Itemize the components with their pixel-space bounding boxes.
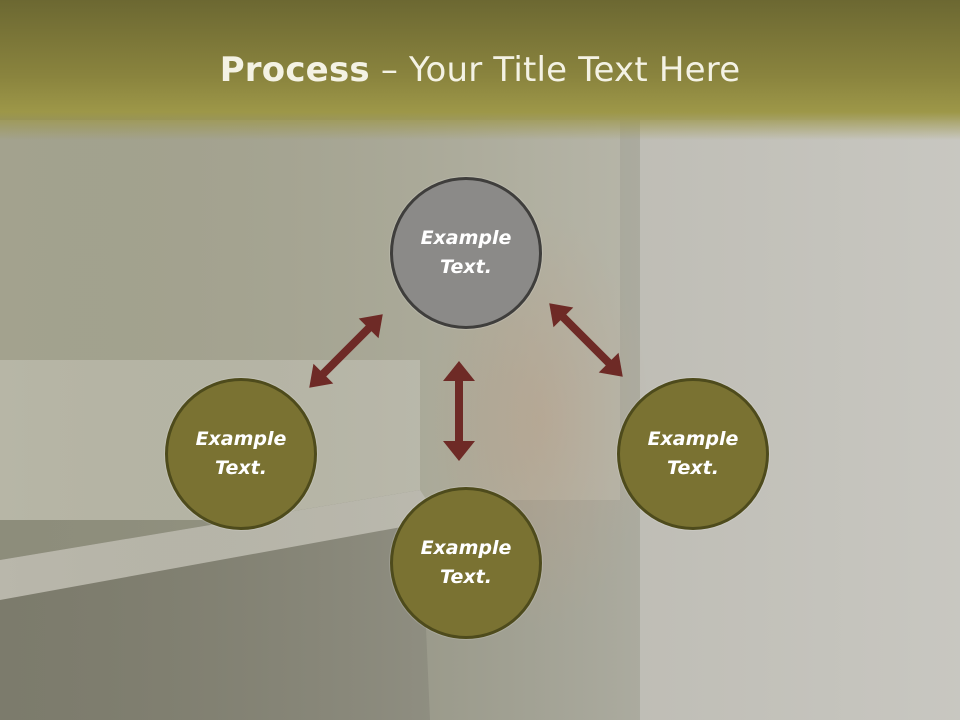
node-bottom-label: Example Text. <box>420 537 512 588</box>
node-right: Example Text. <box>617 378 769 530</box>
slide-title: Process – Your Title Text Here <box>0 50 960 90</box>
title-rest: – Your Title Text Here <box>369 50 741 90</box>
title-bar <box>0 0 960 140</box>
title-bold: Process <box>219 50 370 90</box>
node-left-label: Example Text. <box>195 428 287 479</box>
arrow-vertical <box>443 361 475 461</box>
node-right-label: Example Text. <box>647 428 739 479</box>
node-bottom: Example Text. <box>390 487 542 639</box>
node-left: Example Text. <box>165 378 317 530</box>
node-top-label: Example Text. <box>420 227 512 278</box>
arrow-top-left <box>309 314 383 388</box>
node-top: Example Text. <box>390 177 542 329</box>
arrow-top-right <box>549 303 623 377</box>
